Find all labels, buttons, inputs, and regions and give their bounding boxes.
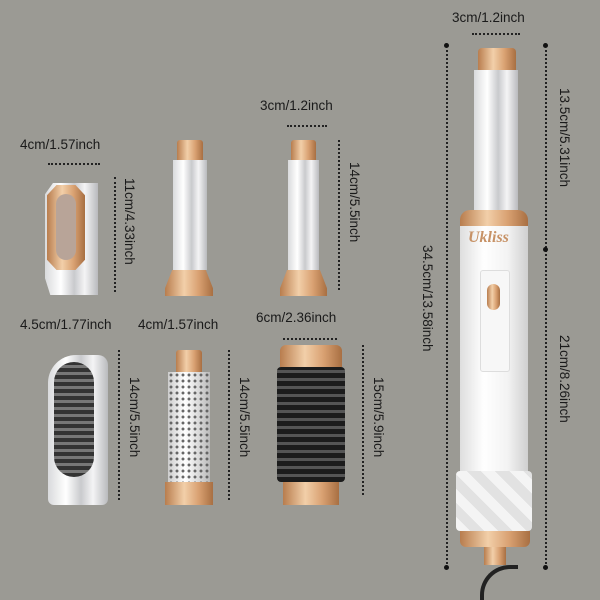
main-width-label: 3cm/1.2inch bbox=[452, 10, 525, 25]
round-brush-height-label: 14cm/5.5inch bbox=[237, 377, 252, 458]
handle-grip bbox=[456, 471, 532, 531]
curling-barrel-width-line bbox=[287, 125, 327, 127]
main-barrel-length-label: 13.5cm/5.31inch bbox=[557, 88, 572, 188]
paddle-brush-height-label: 14cm/5.5inch bbox=[127, 377, 142, 458]
power-switch[interactable] bbox=[487, 284, 500, 310]
main-width-dimension-line bbox=[472, 33, 520, 35]
paddle-brush-width-label: 4.5cm/1.77inch bbox=[20, 317, 112, 332]
bristle-brush-height-label: 15cm/5.9inch bbox=[371, 377, 386, 458]
bristle-brush-width-label: 6cm/2.36inch bbox=[256, 310, 337, 325]
main-right-dimension-line bbox=[545, 45, 547, 568]
curling-barrel-height-label: 14cm/5.5inch bbox=[347, 162, 362, 243]
dimension-end-dot bbox=[444, 565, 449, 570]
round-brush-height-line bbox=[228, 350, 230, 500]
concentrator-width-line bbox=[48, 163, 100, 165]
power-cord bbox=[480, 565, 518, 600]
main-total-dimension-line bbox=[446, 45, 448, 568]
paddle-brush-height-line bbox=[118, 350, 120, 500]
dimension-end-dot bbox=[444, 43, 449, 48]
bristle-brush-height-line bbox=[362, 345, 364, 495]
curling-barrel-height-line bbox=[338, 140, 340, 290]
concentrator-height-label: 11cm/4.33inch bbox=[122, 178, 137, 265]
main-total-length-label: 34.5cm/13.58inch bbox=[420, 245, 435, 352]
dimension-end-dot bbox=[543, 565, 548, 570]
round-brush-width-label: 4cm/1.57inch bbox=[138, 317, 219, 332]
main-handle-length-label: 21cm/8.26inch bbox=[557, 335, 572, 423]
dimension-mid-dot bbox=[543, 247, 548, 252]
bristle-brush-width-line bbox=[283, 338, 337, 340]
curling-barrel-width-label: 3cm/1.2inch bbox=[260, 98, 333, 113]
dimension-end-dot bbox=[543, 43, 548, 48]
concentrator-width-label: 4cm/1.57inch bbox=[20, 137, 101, 152]
concentrator-height-line bbox=[114, 177, 116, 292]
brand-logo: Ukliss bbox=[468, 229, 509, 246]
